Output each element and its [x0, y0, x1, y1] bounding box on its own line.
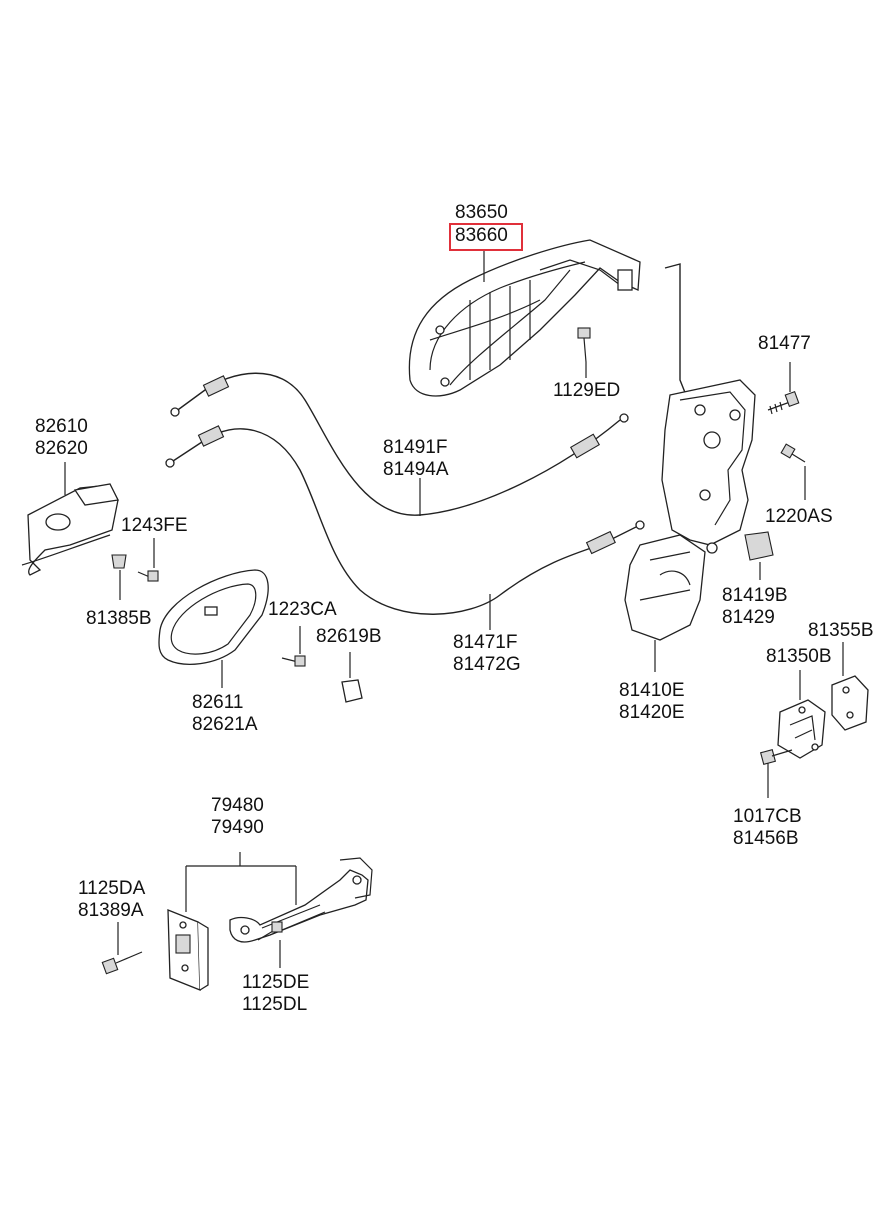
- screw-1220as[interactable]: [780, 443, 806, 500]
- screw-1017cb[interactable]: [759, 748, 793, 798]
- inside-handle-82610[interactable]: [21, 462, 119, 576]
- screw-1125da[interactable]: [101, 922, 143, 975]
- label-81350b[interactable]: 81350B: [766, 646, 832, 667]
- highlight-box-83660: [449, 223, 523, 251]
- label-1125da[interactable]: 1125DA: [78, 878, 146, 899]
- label-83660[interactable]: 83660: [455, 225, 508, 246]
- label-1243fe[interactable]: 1243FE: [121, 515, 188, 536]
- label-83650[interactable]: 83650: [455, 202, 508, 223]
- label-81355b[interactable]: 81355B: [808, 620, 874, 641]
- lock-rod[interactable]: [664, 263, 689, 401]
- label-81471f[interactable]: 81471F: [453, 632, 518, 653]
- label-82619b[interactable]: 82619B: [316, 626, 382, 647]
- label-1129ed[interactable]: 1129ED: [553, 380, 621, 401]
- screw-1125de[interactable]: [257, 921, 283, 968]
- label-81491f[interactable]: 81491F: [383, 437, 448, 458]
- label-81420e[interactable]: 81420E: [619, 702, 685, 723]
- cap-82619b[interactable]: [341, 652, 363, 703]
- label-1223ca[interactable]: 1223CA: [268, 599, 337, 620]
- handle-bezel-82611[interactable]: [158, 569, 269, 688]
- label-1220as[interactable]: 1220AS: [765, 506, 833, 527]
- screw-1223ca[interactable]: [281, 626, 306, 667]
- label-81477[interactable]: 81477: [758, 333, 811, 354]
- label-81494a[interactable]: 81494A: [383, 459, 449, 480]
- screw-1129ed[interactable]: [577, 327, 591, 378]
- label-81456b[interactable]: 81456B: [733, 828, 799, 849]
- clip-81385b[interactable]: [111, 554, 127, 600]
- label-81419b[interactable]: 81419B: [722, 585, 788, 606]
- label-81472g[interactable]: 81472G: [453, 654, 521, 675]
- cable-81491f[interactable]: [170, 372, 629, 516]
- label-82621a[interactable]: 82621A: [192, 714, 258, 735]
- label-81389a[interactable]: 81389A: [78, 900, 144, 921]
- door-checker-79480[interactable]: [167, 852, 373, 991]
- door-latch-assembly[interactable]: [624, 379, 756, 641]
- outside-door-handle[interactable]: [408, 239, 641, 397]
- label-82620[interactable]: 82620: [35, 438, 88, 459]
- screw-1243fe[interactable]: [137, 538, 159, 582]
- label-81410e[interactable]: 81410E: [619, 680, 685, 701]
- shim-plate-81355b[interactable]: [831, 642, 869, 731]
- label-1125de[interactable]: 1125DE: [242, 972, 310, 993]
- cap-81419b[interactable]: [744, 531, 774, 580]
- label-1017cb[interactable]: 1017CB: [733, 806, 802, 827]
- screw-81477[interactable]: [767, 362, 800, 415]
- label-79480[interactable]: 79480: [211, 795, 264, 816]
- cable-81471f[interactable]: [165, 425, 645, 615]
- label-81385b[interactable]: 81385B: [86, 608, 152, 629]
- label-82611[interactable]: 82611: [192, 692, 244, 713]
- striker-81350b[interactable]: [777, 670, 826, 759]
- label-1125dl[interactable]: 1125DL: [242, 994, 308, 1015]
- label-79490[interactable]: 79490: [211, 817, 264, 838]
- label-82610[interactable]: 82610: [35, 416, 88, 437]
- label-81429[interactable]: 81429: [722, 607, 775, 628]
